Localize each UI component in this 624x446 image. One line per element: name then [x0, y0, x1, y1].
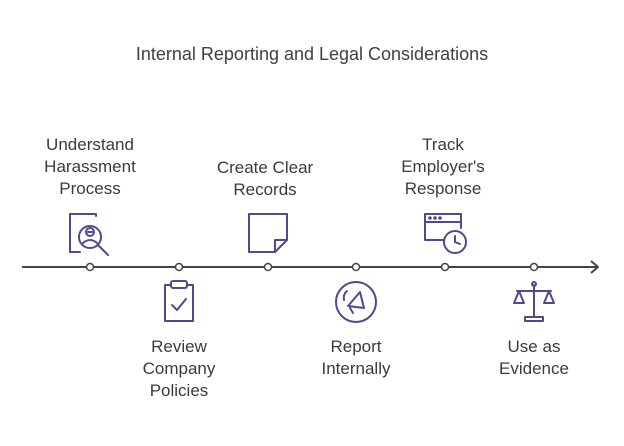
timeline-node-1 — [85, 262, 95, 272]
timeline-arrowhead — [590, 260, 599, 274]
browser-clock-icon — [421, 210, 469, 256]
step-label-create-records: Create Clear Records — [216, 158, 314, 199]
timeline-node-6 — [529, 262, 539, 272]
step-label-understand-harassment: Understand Harassment Process — [44, 135, 136, 198]
step-label-use-as-evidence: Use as Evidence — [499, 337, 569, 378]
timeline-node-5 — [440, 262, 450, 272]
sticky-note-icon — [245, 210, 291, 256]
diagram-title: Internal Reporting and Legal Considerati… — [135, 44, 489, 64]
step-label-report-internally: Report Internally — [321, 337, 391, 378]
clipboard-check-icon — [161, 279, 197, 323]
step-label-track-response: Track Employer's Response — [401, 135, 485, 198]
step-label-review-policies: Review Company Policies — [142, 337, 216, 400]
scales-icon — [511, 279, 557, 325]
timeline-node-3 — [263, 262, 273, 272]
harassment-search-icon — [66, 210, 112, 258]
timeline-node-2 — [174, 262, 184, 272]
timeline-node-4 — [351, 262, 361, 272]
megaphone-icon — [333, 279, 379, 325]
